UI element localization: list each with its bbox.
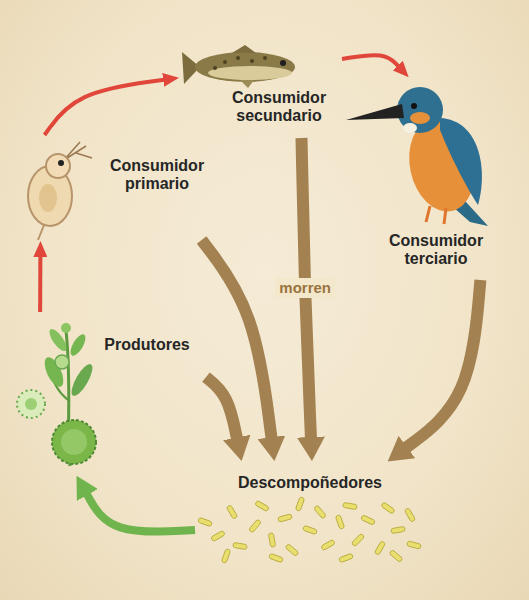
plant-illustration: [17, 323, 96, 466]
daphnia-illustration: [28, 142, 92, 240]
trophic-level: Consumidor primario: [18, 135, 222, 240]
level-name: Consumidor terciario: [368, 232, 504, 269]
nutrient-arrow: [87, 494, 195, 532]
level-name: Consumidor primario: [96, 157, 218, 194]
decay-arrow: [202, 240, 272, 438]
decay-arrow: [206, 377, 237, 438]
trophic-level: Consumidor secundario: [180, 45, 342, 138]
fish-illustration: [182, 45, 295, 88]
edge-label: morren: [275, 278, 335, 298]
trophic-level: Consumidor terciario: [362, 78, 510, 280]
trophic-level: Descompoñedores: [195, 462, 429, 562]
decay-arrow: [406, 280, 480, 448]
level-name: Produtores: [92, 336, 202, 354]
trophic-level: Produtores: [12, 312, 206, 475]
feeding-arrow: [38, 256, 42, 312]
level-name: Descompoñedores: [195, 474, 425, 492]
bacteria-illustration: [198, 497, 422, 564]
feeding-arrow: [45, 80, 165, 135]
kingfisher-illustration: [346, 87, 488, 226]
feeding-arrow: [342, 55, 398, 66]
level-name: Consumidor secundario: [220, 89, 338, 126]
